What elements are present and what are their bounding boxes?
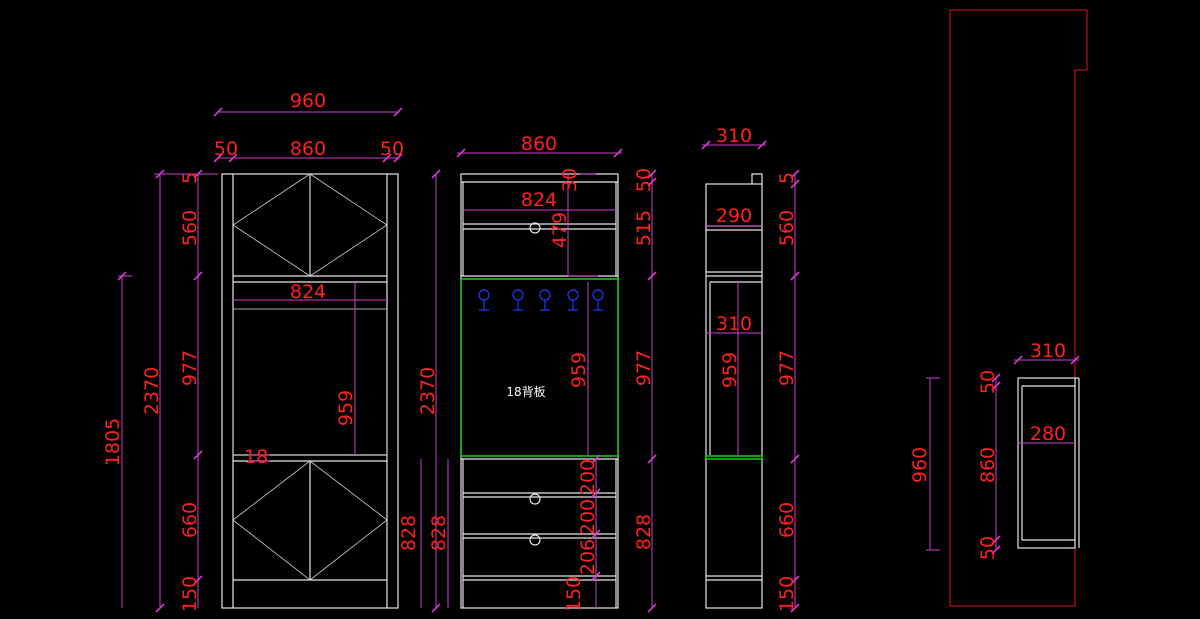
drawer-height-1: 200 xyxy=(577,459,599,495)
inner-overall-width: 860 xyxy=(521,133,557,155)
back-panel-label: 18背板 xyxy=(506,385,545,399)
front-inner-width: 860 xyxy=(290,138,326,160)
back-panel xyxy=(460,278,619,457)
wall-bottom: 50 xyxy=(977,536,999,560)
wall-dimensions xyxy=(926,355,1080,555)
side-view xyxy=(705,173,763,609)
wall-height: 960 xyxy=(909,447,931,483)
hook-icon xyxy=(512,289,524,311)
hook-icon xyxy=(478,289,490,311)
drawer-height-2: 200 xyxy=(577,499,599,535)
front-dimensions xyxy=(117,107,403,613)
side-depth: 310 xyxy=(716,125,752,147)
inner-height-upper: 515 xyxy=(633,210,655,246)
side-shelf-depth: 290 xyxy=(716,205,752,227)
inner-lower-outer: 828 xyxy=(398,515,420,551)
side-dimensions xyxy=(701,140,800,613)
hook-icon xyxy=(539,289,551,311)
inner-opening-height: 959 xyxy=(568,352,590,388)
knob-icon xyxy=(529,493,541,505)
inner-base: 150 xyxy=(563,576,585,612)
inner-upper-shelf: 479 xyxy=(549,212,571,248)
inner-top-gap: 30 xyxy=(559,168,581,192)
wall-top: 50 xyxy=(977,370,999,394)
inner-view xyxy=(460,173,619,609)
front-overall-width: 960 xyxy=(290,90,326,112)
side-shelf xyxy=(705,455,763,460)
inner-height-top: 50 xyxy=(633,168,655,192)
front-height-upper: 560 xyxy=(179,210,201,246)
upper-door-diamond xyxy=(232,173,388,277)
side-height-middle: 977 xyxy=(776,350,798,386)
lower-door-diamond xyxy=(232,460,388,581)
wall-outline xyxy=(949,9,1088,607)
front-opening-width: 824 xyxy=(290,281,326,303)
knob-icon xyxy=(529,222,541,234)
side-cabinet-outline xyxy=(705,183,763,609)
side-middle-depth: 310 xyxy=(716,313,752,335)
knob-icon xyxy=(529,534,541,546)
wall-cabinet-outline xyxy=(1017,377,1076,549)
front-height-middle: 977 xyxy=(179,350,201,386)
inner-total-height: 2370 xyxy=(417,367,439,415)
front-side-right: 50 xyxy=(380,138,404,160)
front-opening-height: 959 xyxy=(335,390,357,426)
wall-inner-depth: 280 xyxy=(1030,423,1066,445)
front-shelf-gap: 18 xyxy=(244,446,268,468)
drawer-height-3: 206 xyxy=(577,539,599,575)
front-height-base: 150 xyxy=(179,576,201,612)
front-height-lower: 660 xyxy=(179,502,201,538)
wall-middle: 860 xyxy=(977,447,999,483)
inner-height-lower: 828 xyxy=(633,514,655,550)
wall-depth: 310 xyxy=(1030,340,1066,362)
front-side-left: 50 xyxy=(214,138,238,160)
side-height-base: 150 xyxy=(776,576,798,612)
front-view xyxy=(221,173,399,609)
wall-view xyxy=(949,9,1088,607)
side-height-lower: 660 xyxy=(776,502,798,538)
hook-icon xyxy=(592,289,604,311)
inner-lower-outer-2: 828 xyxy=(428,515,450,551)
inner-dimensions xyxy=(420,148,657,613)
front-total-height: 2370 xyxy=(141,367,163,415)
side-height-top: 5 xyxy=(776,172,798,184)
front-height-top: 5 xyxy=(179,172,201,184)
front-floor-to-counter: 1805 xyxy=(102,418,124,466)
hook-icon xyxy=(567,289,579,311)
inner-inner-width: 824 xyxy=(521,189,557,211)
side-opening-height: 959 xyxy=(719,352,741,388)
inner-height-middle: 977 xyxy=(633,350,655,386)
side-height-upper: 560 xyxy=(776,210,798,246)
